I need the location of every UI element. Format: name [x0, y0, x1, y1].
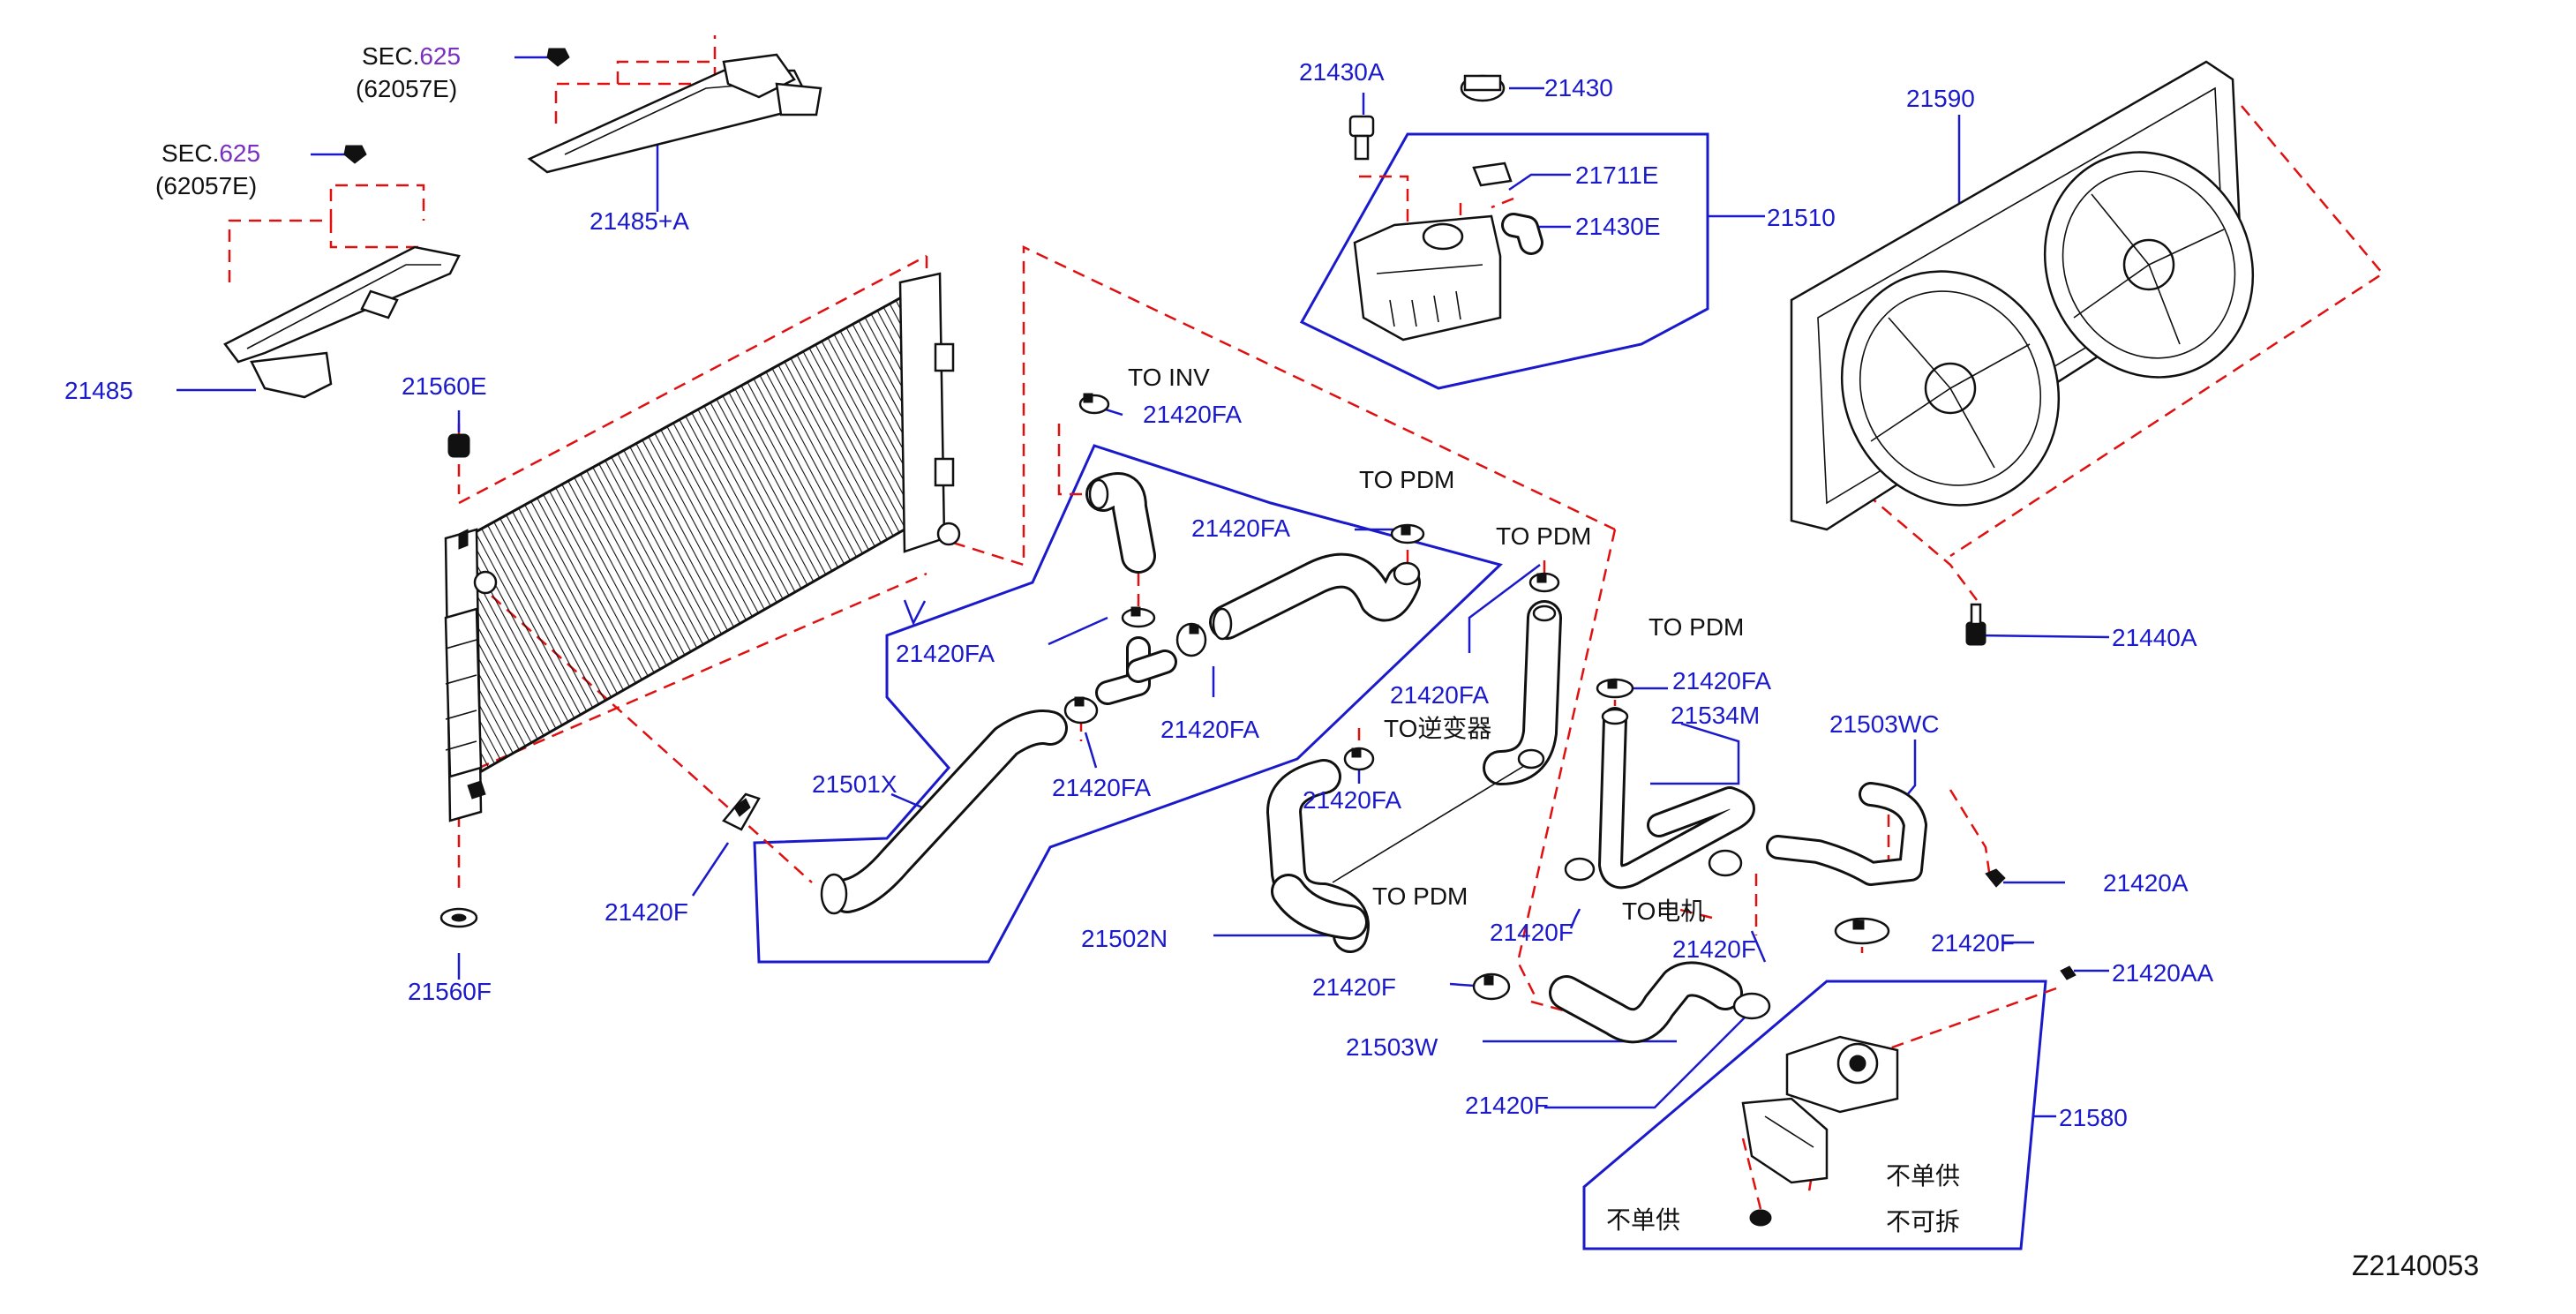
note-to-pdm-1: TO PDM — [1359, 466, 1454, 493]
label-21420fa-2: 21420FA — [896, 640, 995, 667]
label-21485a: 21485+A — [590, 207, 689, 235]
label-21560e: 21560E — [402, 372, 487, 400]
sec-ref-a-prefix: SEC.625 — [362, 42, 461, 70]
clamp-21420f-b — [1564, 857, 1596, 882]
label-21420aa: 21420AA — [2112, 959, 2214, 987]
sec-ref-a-sub: (62057E) — [356, 75, 457, 102]
clamp-21420fa-1 — [1121, 606, 1156, 628]
note-to-pdm-3: TO PDM — [1372, 882, 1468, 910]
label-21420f-e: 21420F — [1465, 1092, 1549, 1119]
clamp-21420f-a — [1472, 972, 1511, 1001]
label-21534m: 21534M — [1671, 702, 1760, 729]
label-21420f-a: 21420F — [1312, 973, 1396, 1001]
clamp-21420fa-4 — [1390, 523, 1425, 544]
hose-group-21501x-box — [753, 444, 1503, 964]
pump-group-21580-box — [1582, 980, 2047, 1250]
hose-21503wc — [1766, 782, 1927, 886]
hose-21501x — [820, 710, 1068, 915]
label-21420fa-1: 21420FA — [1191, 514, 1290, 542]
label-21420f-radiator: 21420F — [605, 898, 688, 926]
clamp-21420fa-3 — [1063, 696, 1099, 725]
label-21503wc: 21503WC — [1829, 710, 1940, 738]
clamp-21420f-c — [1708, 849, 1743, 877]
label-21485: 21485 — [64, 377, 133, 404]
note-not-sold-separately-2: 不单供 — [1606, 1206, 1680, 1234]
clamp-21420fa-2 — [1175, 622, 1207, 657]
label-21590: 21590 — [1906, 85, 1975, 112]
label-21420fa-4: 21420FA — [1052, 774, 1151, 801]
bracket-21485 — [223, 245, 461, 399]
mount-21560f — [439, 907, 478, 928]
bracket-21485a — [527, 53, 822, 174]
label-21420fa-6: 21420FA — [1303, 786, 1401, 814]
label-21420fa-5: 21420FA — [1390, 681, 1489, 709]
bolt-21420a — [1985, 868, 2006, 888]
label-21420fa-3: 21420FA — [1160, 716, 1259, 743]
label-21711e: 21711E — [1575, 161, 1658, 189]
sec-ref-b-prefix: SEC.625 — [161, 139, 260, 167]
water-pump-21580 — [1741, 1035, 1899, 1184]
label-21420f-d: 21420F — [1931, 929, 2015, 957]
tee-fitting — [1095, 636, 1177, 705]
clamp-21420fa-6 — [1343, 747, 1375, 771]
hose-21420fa-long — [1209, 552, 1421, 641]
label-21430a: 21430A — [1299, 58, 1385, 86]
label-21510: 21510 — [1767, 204, 1836, 231]
label-21420fa-7: 21420FA — [1672, 667, 1771, 695]
clamp-21420f-e — [1732, 992, 1771, 1020]
label-21501x: 21501X — [812, 770, 897, 798]
label-21560f: 21560F — [408, 978, 492, 1005]
clamp-21420fa-5 — [1528, 572, 1560, 593]
note-not-sold-separately-1: 不单供 — [1886, 1162, 1960, 1190]
label-21580: 21580 — [2059, 1104, 2128, 1131]
clip-21420f-radiator — [722, 792, 761, 831]
fan-shroud-21590 — [1790, 60, 2255, 531]
hose-21502n — [1266, 600, 1562, 953]
nut-not-sold — [1749, 1209, 1772, 1227]
note-to-pdm-2: TO PDM — [1496, 522, 1591, 550]
bolt-21430a — [1348, 115, 1375, 161]
hose-21534m — [1598, 707, 1755, 890]
grommet-sec625-b — [343, 145, 367, 164]
reservoir-21510 — [1353, 161, 1543, 342]
bolt-21420aa — [2060, 965, 2077, 980]
clamp-21420fa-7 — [1517, 748, 1545, 770]
hose-upper-bend — [1085, 472, 1156, 574]
label-21503w: 21503W — [1346, 1033, 1438, 1061]
label-21440a: 21440A — [2112, 624, 2197, 651]
sec-ref-b-sub: (62057E) — [155, 172, 257, 199]
note-to-inv: TO INV — [1128, 364, 1210, 391]
grommet-sec625-a — [546, 48, 570, 67]
label-21502n: 21502N — [1081, 925, 1168, 952]
label-21420a: 21420A — [2103, 869, 2189, 897]
label-21430: 21430 — [1544, 74, 1613, 101]
bolt-21440a — [1965, 603, 1986, 646]
labels: SEC.625 (62057E) SEC.625 (62057E) 21485+… — [64, 42, 2479, 1281]
diagram-code: Z2140053 — [2352, 1250, 2479, 1281]
note-to-inverter-cn: TO逆变器 — [1384, 715, 1491, 742]
label-21420fa-inv: 21420FA — [1143, 401, 1242, 428]
mount-21560e — [447, 433, 470, 458]
clamp-21420f-d — [1834, 917, 1890, 945]
label-21420f-b: 21420F — [1490, 919, 1573, 946]
hose-21503w — [1549, 961, 1743, 1044]
clamp-21420fa-8 — [1596, 678, 1634, 699]
radiator — [444, 272, 961, 822]
note-not-removable: 不可拆 — [1886, 1208, 1960, 1235]
reservoir-group-21510-box — [1299, 132, 1709, 390]
clamp-21420fa-inv — [1078, 393, 1110, 415]
cap-21430 — [1460, 74, 1506, 102]
label-21420f-c: 21420F — [1672, 935, 1756, 963]
label-21430e: 21430E — [1575, 213, 1661, 240]
note-to-pdm-4: TO PDM — [1648, 613, 1744, 641]
note-to-motor-cn: TO电机 — [1622, 897, 1705, 925]
